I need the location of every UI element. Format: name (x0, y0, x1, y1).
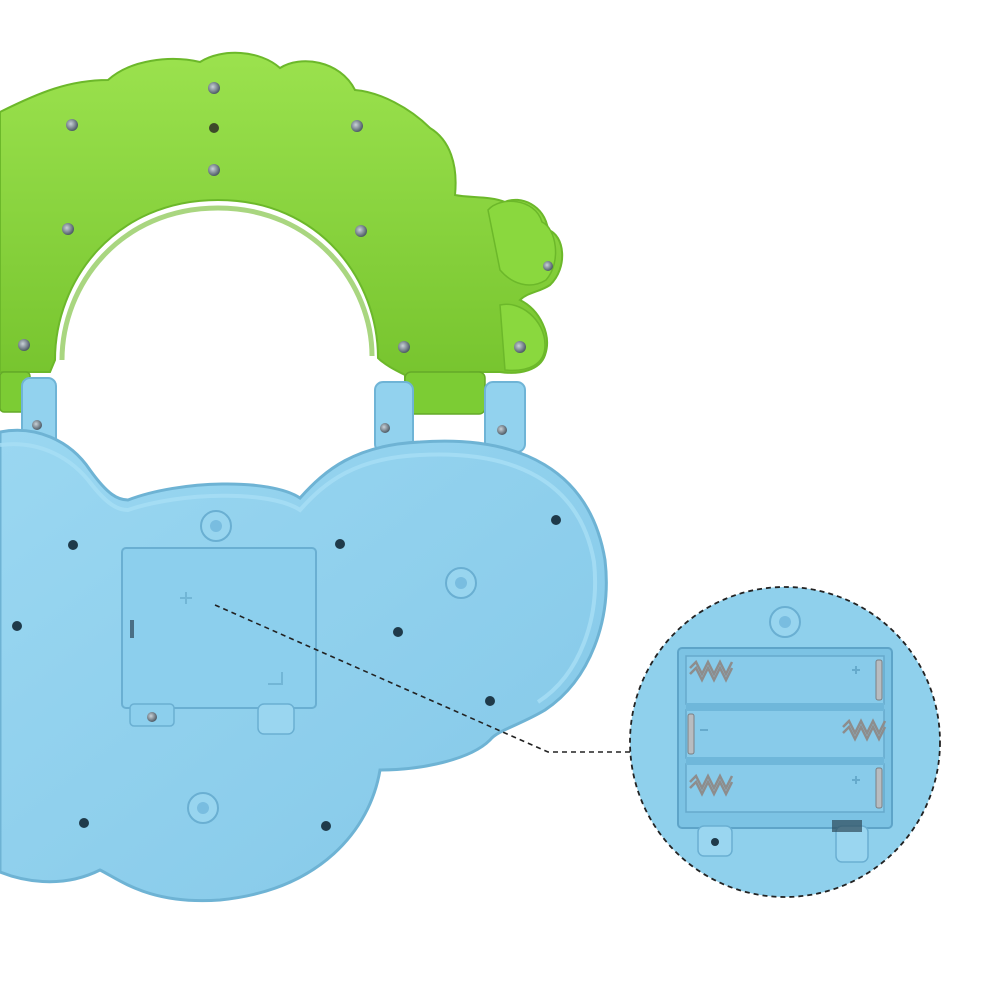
green-bump-lower (499, 303, 546, 372)
battery-slot (685, 709, 885, 759)
callout-leader-line (214, 604, 634, 753)
polarity-marks (700, 666, 860, 784)
green-handle (0, 51, 564, 415)
green-screws (18, 82, 553, 353)
screw-icon (398, 341, 410, 353)
screw-icon (380, 423, 390, 433)
blue-rim-highlight (0, 442, 597, 704)
blue-holes (12, 420, 561, 831)
screw-icon (62, 223, 74, 235)
screw-icon (514, 341, 526, 353)
battery-spring-icon (689, 659, 887, 797)
screw-icon (351, 120, 363, 132)
screw-icon (208, 164, 220, 176)
callout-circle-border (629, 586, 941, 898)
embossed-arrow (268, 672, 283, 685)
green-hinge-right (404, 371, 486, 415)
blue-body (0, 377, 608, 903)
screw-icon (355, 225, 367, 237)
screw-icon (543, 261, 553, 271)
green-arch-edge (59, 205, 375, 361)
battery-cover (121, 547, 317, 709)
green-bump-upper (487, 200, 557, 286)
screw-icon (66, 119, 78, 131)
blue-hinge-right-b (484, 381, 526, 453)
battery-contacts (687, 659, 883, 809)
battery-compartment-callout (629, 586, 941, 898)
screw-icon (497, 425, 507, 435)
embossed-mark (180, 592, 192, 604)
cover-slot (130, 620, 134, 638)
screw-icon (32, 420, 42, 430)
green-handle-body (0, 51, 564, 407)
screw-icon (208, 82, 220, 94)
battery-cover-latch (257, 703, 295, 735)
battery-slot (685, 763, 885, 813)
battery-slots (685, 655, 885, 813)
screw-icon (18, 339, 30, 351)
speaker-hole-icon (209, 123, 219, 133)
bosses (187, 510, 477, 824)
battery-slot (685, 655, 885, 705)
screw-icon (147, 712, 157, 722)
